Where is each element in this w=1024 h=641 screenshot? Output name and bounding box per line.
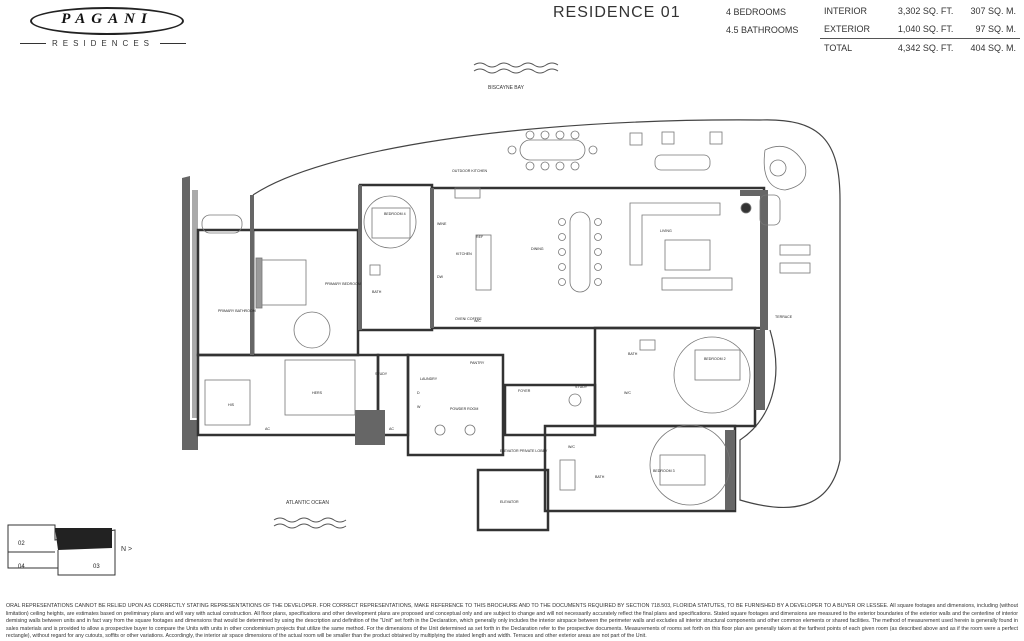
terrace-outline: [252, 119, 841, 509]
outdoor-kitchen-label: OUTDOOR KITCHEN: [452, 169, 488, 173]
key-unit-04: 04: [18, 564, 25, 570]
north-arrow-label: N >: [121, 546, 133, 553]
key-plan: 02 04 03: [7, 524, 116, 576]
oven-coffee-label: OVEN/ COFFEE: [455, 317, 482, 321]
room-counts: 4 BEDROOMS 4.5 BATHROOMS: [726, 3, 798, 39]
area-sqft: 3,302 SQ. FT.: [897, 6, 954, 16]
key-unit-03: 03: [93, 564, 100, 570]
area-sqft: 1,040 SQ. FT.: [897, 24, 954, 34]
area-label: INTERIOR: [824, 6, 868, 16]
dining-label: DINING: [531, 247, 544, 251]
elevator-lobby-label: ELEVATOR PRIVATE LOBBY: [500, 449, 548, 453]
logo-oval-shape: [30, 7, 184, 35]
wine-label: WINE: [437, 222, 447, 226]
washer-label: W: [417, 405, 421, 409]
powder-room-label: POWDER ROOM: [450, 407, 478, 411]
floor-plan: BISCAYNE BAY: [7, 62, 841, 576]
living-label: LIVING: [660, 229, 672, 233]
exterior-wall-left: [182, 176, 198, 450]
area-sqft: 4,342 SQ. FT.: [883, 38, 958, 57]
furniture: [201, 130, 811, 506]
area-row-total: TOTAL 4,342 SQ. FT. 404 SQ. M.: [820, 38, 1020, 57]
bay-water-icon: [473, 62, 559, 74]
wic-label-2: W/C: [624, 391, 631, 395]
logo-subtitle: RESIDENCES: [8, 39, 198, 48]
ac-label-2: AC: [389, 427, 394, 431]
area-label: EXTERIOR: [824, 24, 871, 34]
primary-bedroom-label: PRIMARY BEDROOM: [325, 282, 361, 286]
ocean-water-icon: [273, 517, 347, 529]
bay-label: BISCAYNE BAY: [488, 85, 525, 91]
terrace-label: TERRACE: [775, 315, 793, 319]
area-sqm: 404 SQ. M.: [957, 38, 1020, 57]
bath-label-3: BATH: [595, 475, 605, 479]
ac-label: AC: [265, 427, 270, 431]
laundry-label: LAUNDRY: [420, 377, 438, 381]
ref-label: REF: [476, 235, 484, 239]
residence-title: RESIDENCE 01: [553, 4, 681, 21]
key-unit-02: 02: [18, 541, 25, 547]
his-closet-label: HIS: [228, 403, 235, 407]
bedroom4-label: BEDROOM 4: [384, 212, 406, 216]
pantry-label: PANTRY: [470, 361, 485, 365]
exterior-wall-left-2: [192, 190, 198, 418]
bedroom2-label: BEDROOM 2: [704, 357, 726, 361]
area-row-interior: INTERIOR 3,302 SQ. FT. 307 SQ. M.: [820, 2, 1020, 20]
dryer-label: D: [417, 391, 420, 395]
area-sqm: 307 SQ. M.: [970, 6, 1016, 16]
thick-walls: [250, 185, 768, 510]
area-summary-table: INTERIOR 3,302 SQ. FT. 307 SQ. M. EXTERI…: [820, 2, 1020, 57]
ocean-label: ATLANTIC OCEAN: [286, 500, 329, 506]
study-label: STUDY: [575, 385, 588, 389]
logo-wordmark: PAGANI: [61, 11, 153, 27]
area-row-exterior: EXTERIOR 1,040 SQ. FT. 97 SQ. M.: [820, 20, 1020, 39]
bedroom3-label: BEDROOM 3: [653, 469, 675, 473]
foyer-label: FOYER: [518, 389, 531, 393]
bathroom-count: 4.5 BATHROOMS: [726, 25, 799, 35]
wic-label-3: W/C: [568, 445, 575, 449]
area-label: TOTAL: [820, 38, 884, 57]
pagani-residences-logo: PAGANI RESIDENCES: [8, 5, 198, 50]
wc-label: W/C: [474, 319, 481, 323]
bath-label-2: BATH: [628, 352, 638, 356]
primary-bathroom-label: PRIMARY BATHROOM: [218, 309, 256, 313]
kitchen-label: KITCHEN: [456, 252, 472, 256]
area-sqm: 97 SQ. M.: [975, 24, 1016, 34]
study-label-2: STUDY: [375, 372, 388, 376]
elevator-label: ELEVATOR: [500, 500, 519, 504]
bedroom-count: 4 BEDROOMS: [726, 7, 787, 17]
dw-label: DW: [437, 275, 444, 279]
hers-closet-label: HERS: [312, 391, 323, 395]
bath-label-4: BATH: [372, 290, 382, 294]
